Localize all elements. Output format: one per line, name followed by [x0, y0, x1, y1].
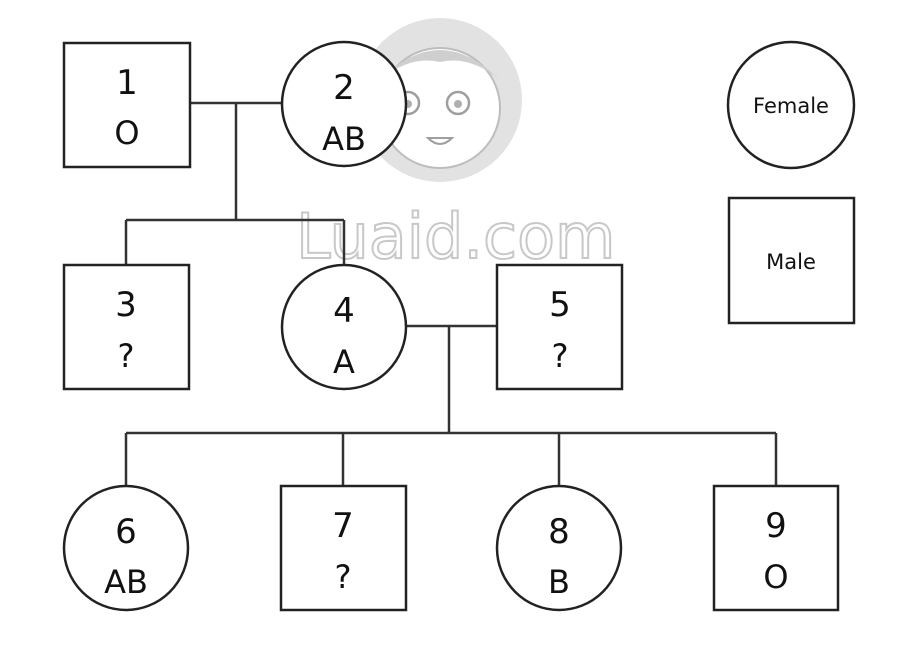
watermark-logo-icon — [358, 18, 522, 182]
blood-type: A — [333, 343, 355, 381]
female-circle — [495, 484, 623, 612]
male-square — [279, 484, 408, 612]
individual-number: 3 — [115, 285, 137, 325]
blood-type: O — [763, 558, 788, 596]
individual-3: 3 ? — [62, 263, 191, 391]
individual-number: 8 — [548, 512, 570, 552]
individual-number: 4 — [333, 291, 355, 331]
blood-type: AB — [104, 563, 148, 601]
male-square — [495, 263, 624, 391]
watermark: Luaid.com — [295, 18, 616, 274]
blood-type: ? — [118, 337, 135, 375]
watermark-text: Luaid.com — [296, 200, 615, 273]
individual-7: 7 ? — [279, 484, 408, 612]
individual-number: 2 — [333, 68, 355, 108]
individual-6: 6 AB — [62, 484, 190, 612]
individual-9: 9 O — [712, 484, 840, 612]
individual-number: 5 — [549, 285, 571, 325]
legend-male-square — [727, 196, 856, 325]
blood-type: O — [114, 114, 139, 152]
blood-type: AB — [322, 120, 366, 158]
individual-number: 6 — [115, 512, 137, 552]
female-circle — [280, 263, 408, 391]
individual-4: 4 A — [280, 263, 408, 391]
individual-2: 2 AB — [280, 40, 408, 168]
blood-type: ? — [335, 558, 352, 596]
legend-female-circle — [726, 40, 856, 170]
blood-type: B — [548, 563, 570, 601]
male-square — [712, 484, 840, 612]
male-square — [62, 41, 192, 169]
individual-5: 5 ? — [495, 263, 624, 391]
female-circle — [280, 40, 408, 168]
individual-number: 1 — [116, 63, 138, 103]
individual-number: 9 — [765, 506, 787, 546]
legend-female-label: Female — [753, 94, 829, 118]
individual-1: 1 O — [62, 41, 192, 169]
individual-number: 7 — [332, 506, 354, 546]
legend-female: Female — [726, 40, 856, 170]
legend-male: Male — [727, 196, 856, 325]
female-circle — [62, 484, 190, 612]
legend: Female Male — [726, 40, 856, 325]
blood-type: ? — [552, 337, 569, 375]
individual-8: 8 B — [495, 484, 623, 612]
male-square — [62, 263, 191, 391]
legend-male-label: Male — [766, 250, 816, 274]
connector-lines — [124, 101, 778, 486]
